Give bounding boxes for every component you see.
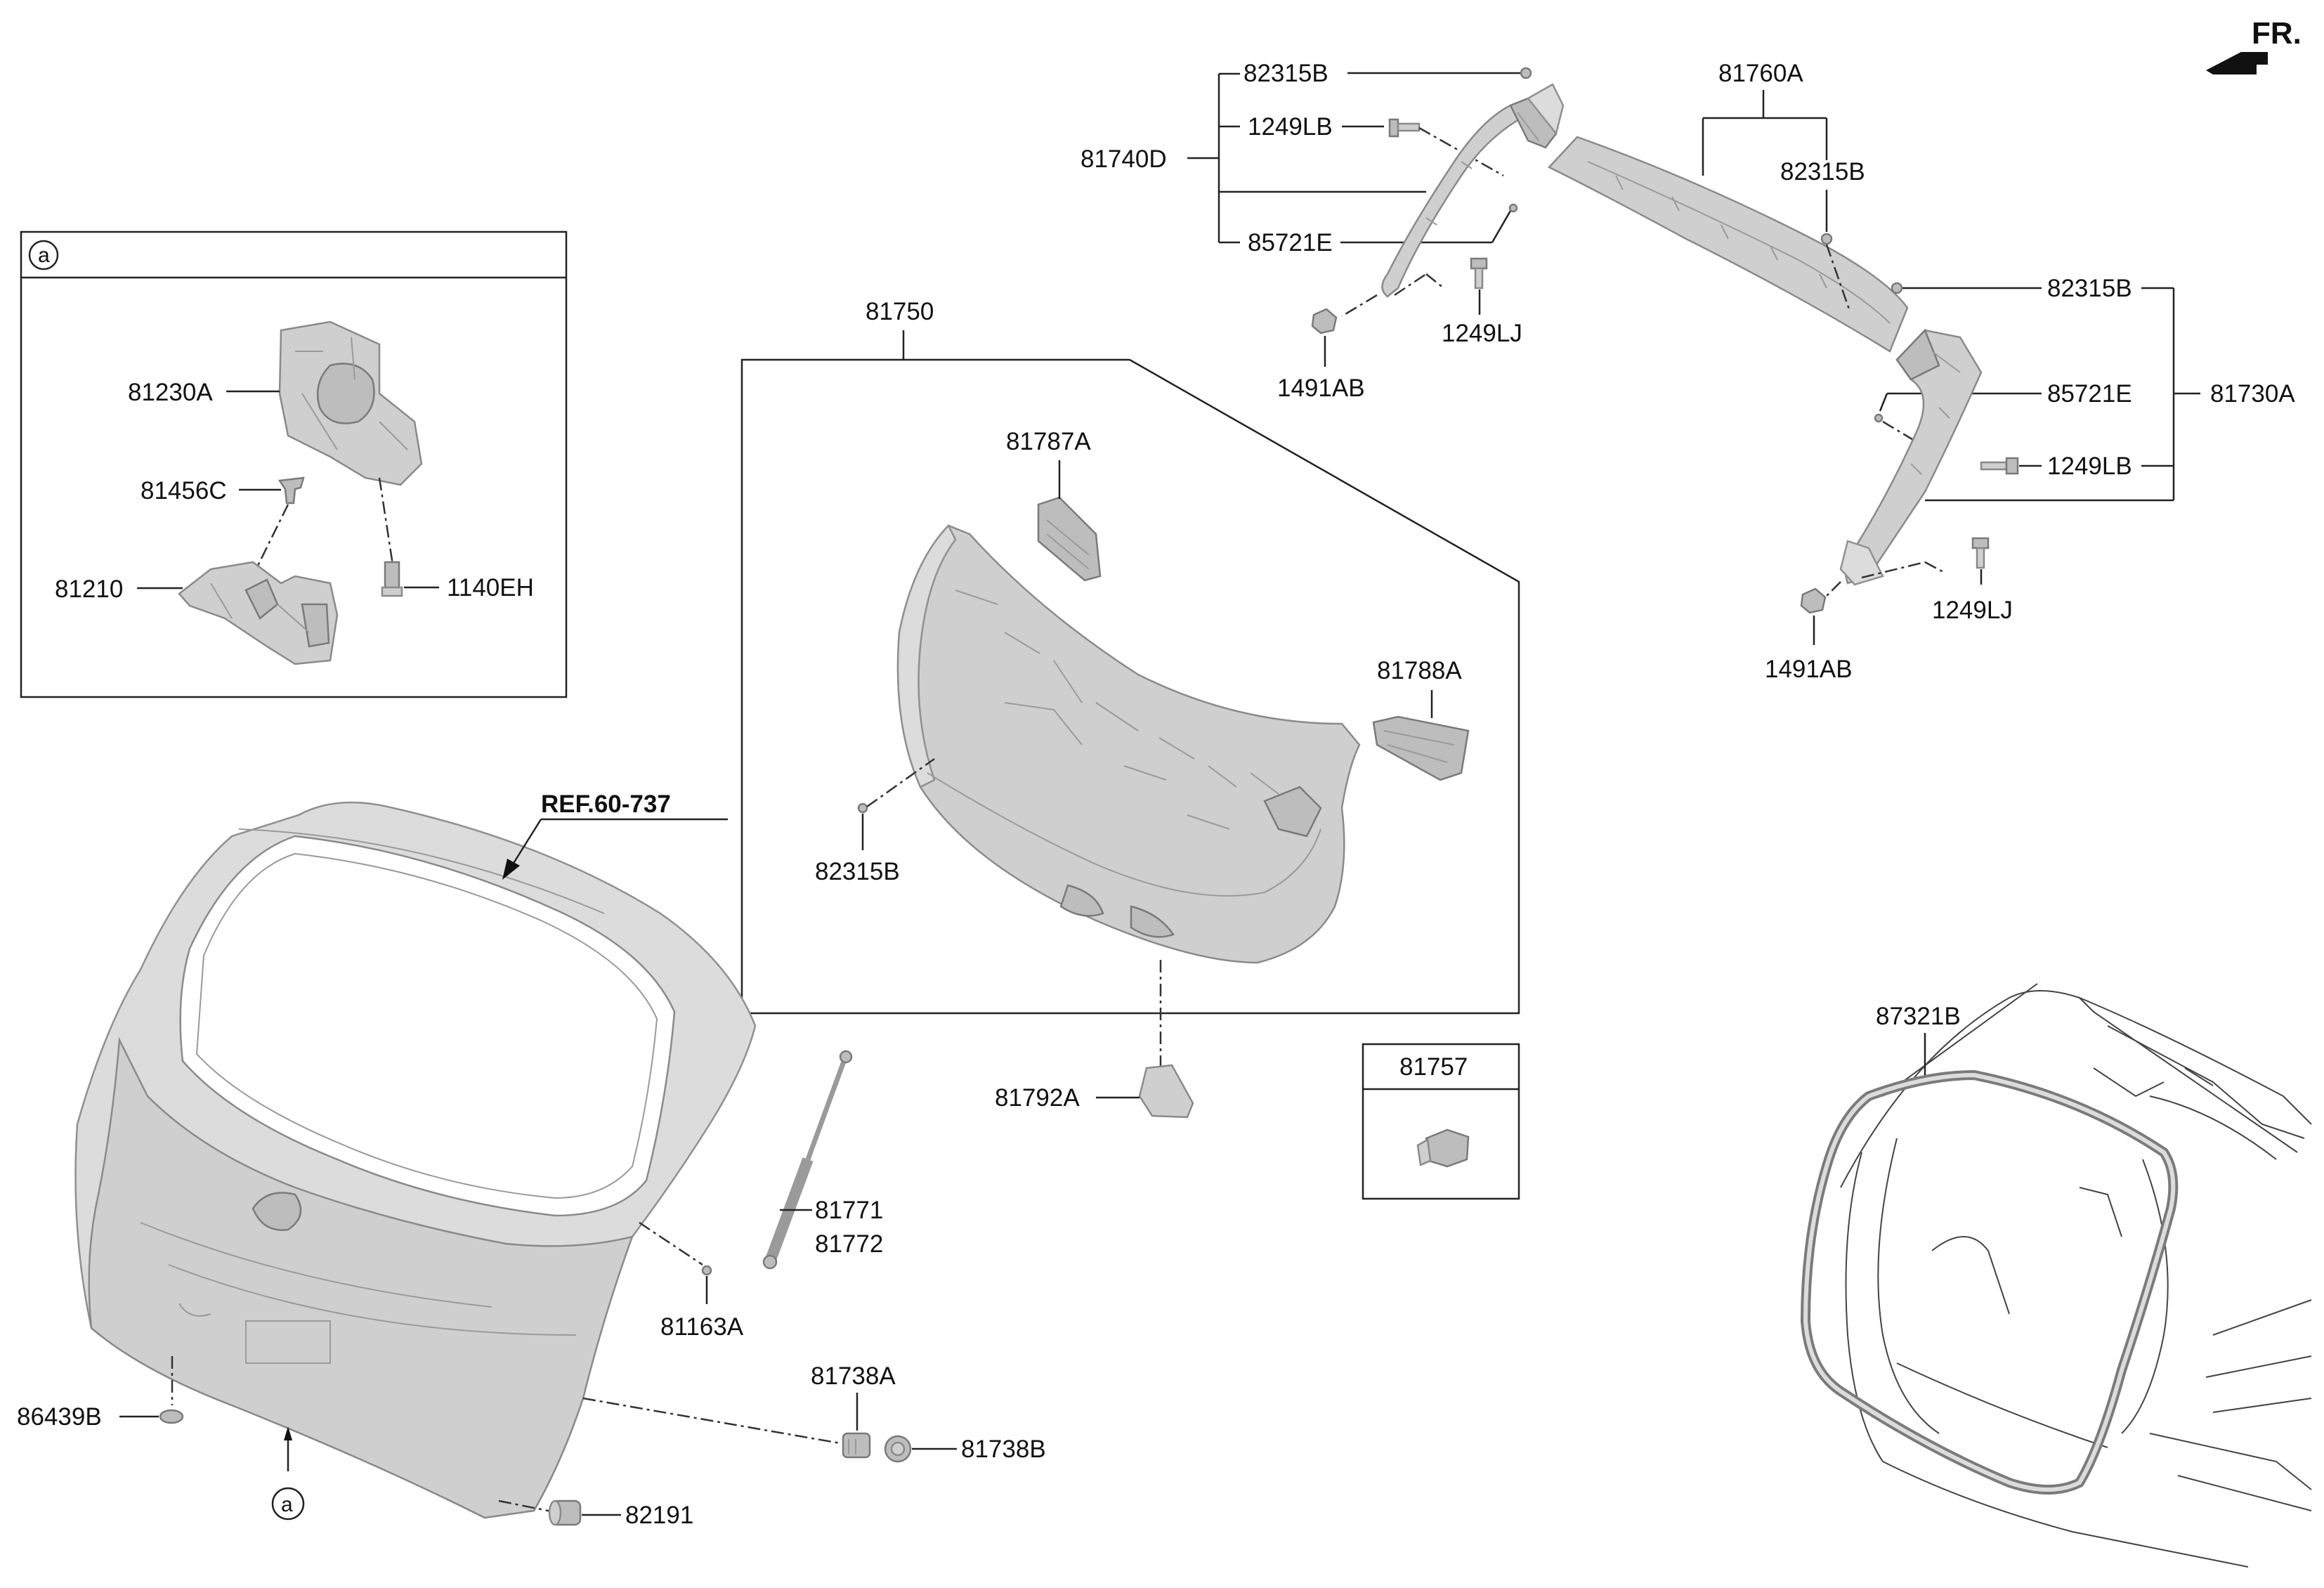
- label-81787a: 81787A: [1006, 428, 1091, 455]
- label-82315b-top: 82315B: [1243, 60, 1329, 87]
- label-1491ab-left: 1491AB: [1277, 375, 1365, 402]
- front-direction-indicator: FR.: [2206, 16, 2302, 74]
- label-1249lb-left: 1249LB: [1248, 113, 1333, 141]
- clip-81757-icon: [1416, 1128, 1470, 1168]
- bumper-81738b-icon: [884, 1435, 912, 1463]
- screw-81456c-drawing: [278, 476, 305, 505]
- label-86439b: 86439B: [17, 1403, 102, 1431]
- inset-badge: a: [38, 244, 50, 267]
- label-85721e-left: 85721E: [1248, 229, 1333, 256]
- box-81757: 81757: [1362, 1043, 1520, 1200]
- label-81210: 81210: [55, 575, 123, 603]
- bumper-82191-icon: [548, 1499, 582, 1526]
- up-arrow-icon: [284, 1426, 292, 1440]
- label-82191: 82191: [625, 1502, 693, 1529]
- side-trim-81730a-drawing: [1839, 328, 1983, 586]
- ref-label: REF.60-737: [541, 790, 671, 818]
- label-85721e-right: 85721E: [2047, 380, 2132, 408]
- label-1140eh: 1140EH: [447, 574, 534, 601]
- label-81740d: 81740D: [1081, 145, 1167, 173]
- body-opening-drawing: [1840, 983, 2312, 1568]
- latch-81230a-drawing: [278, 320, 423, 486]
- bumper-81738a-icon: [842, 1432, 871, 1459]
- label-1249lj-left: 1249LJ: [1442, 320, 1522, 347]
- screw-1249lb-right-icon: [1980, 457, 2019, 475]
- tailgate-panel-drawing: [74, 801, 757, 1519]
- label-82315b-right: 82315B: [2047, 275, 2132, 302]
- bolt-1249lj-right-icon: [1971, 537, 1990, 569]
- label-81792a: 81792A: [995, 1084, 1080, 1112]
- screw-1249lb-left-icon: [1388, 118, 1421, 138]
- front-label: FR.: [2252, 16, 2302, 51]
- label-82315b-mid: 82315B: [1780, 158, 1865, 186]
- label-81757: 81757: [1399, 1053, 1468, 1081]
- label-81750: 81750: [866, 298, 934, 325]
- weatherstrip-87321b-drawing: [1800, 1069, 2179, 1495]
- bracket-81787a-drawing: [1037, 496, 1102, 582]
- side-trim-right-group: 82315B 81730A 85721E 1249LB: [1765, 275, 2295, 683]
- side-trim-left-group: 81740D 82315B 1249LB 85721E 1249: [1081, 60, 1565, 402]
- trim-panel-81750-drawing: [896, 523, 1361, 964]
- label-81456c: 81456C: [141, 477, 227, 505]
- bolt-1249lj-left-icon: [1470, 257, 1488, 289]
- bracket-81210-drawing: [178, 561, 339, 665]
- label-81163a: 81163A: [660, 1313, 744, 1341]
- label-81738b: 81738B: [961, 1436, 1046, 1463]
- clip-1491ab-right-icon: [1800, 587, 1827, 614]
- label-81760a: 81760A: [1718, 60, 1803, 87]
- label-81771: 81771: [815, 1197, 883, 1224]
- label-81772: 81772: [815, 1230, 883, 1258]
- label-81230a: 81230A: [128, 379, 213, 406]
- label-81730a: 81730A: [2210, 380, 2295, 408]
- top-trim-81760a-drawing: [1547, 136, 1909, 353]
- plug-86439b-icon: [159, 1409, 184, 1424]
- bolt-1140eh-drawing: [381, 561, 403, 597]
- inset-box-a: a 81230A 81456C 81210: [20, 230, 568, 698]
- gas-strut-drawing: [762, 1050, 853, 1270]
- side-trim-81740d-drawing: [1381, 83, 1565, 298]
- trim-panel-group-81750: 81750 81787A 81788A: [740, 298, 1520, 1119]
- front-arrow-icon: [2206, 52, 2268, 74]
- ref-arrow-icon: [502, 859, 520, 880]
- label-1491ab-right: 1491AB: [1765, 656, 1853, 683]
- label-81738a: 81738A: [811, 1362, 896, 1390]
- label-81788a: 81788A: [1377, 657, 1462, 684]
- ref-annotation: REF.60-737: [502, 790, 728, 880]
- top-trim-group-81760a: 81760A 82315B: [1547, 60, 1909, 353]
- badge-a-bottom: a: [281, 1493, 293, 1516]
- label-1249lj-right: 1249LJ: [1932, 597, 2013, 624]
- bracket-81788a-drawing: [1372, 715, 1470, 781]
- label-1249lb-right: 1249LB: [2047, 453, 2132, 480]
- label-82315b-trim: 82315B: [815, 858, 900, 885]
- clip-1491ab-left-icon: [1311, 308, 1338, 334]
- label-87321b: 87321B: [1876, 1003, 1961, 1030]
- pull-handle-81792a-drawing: [1138, 1064, 1194, 1119]
